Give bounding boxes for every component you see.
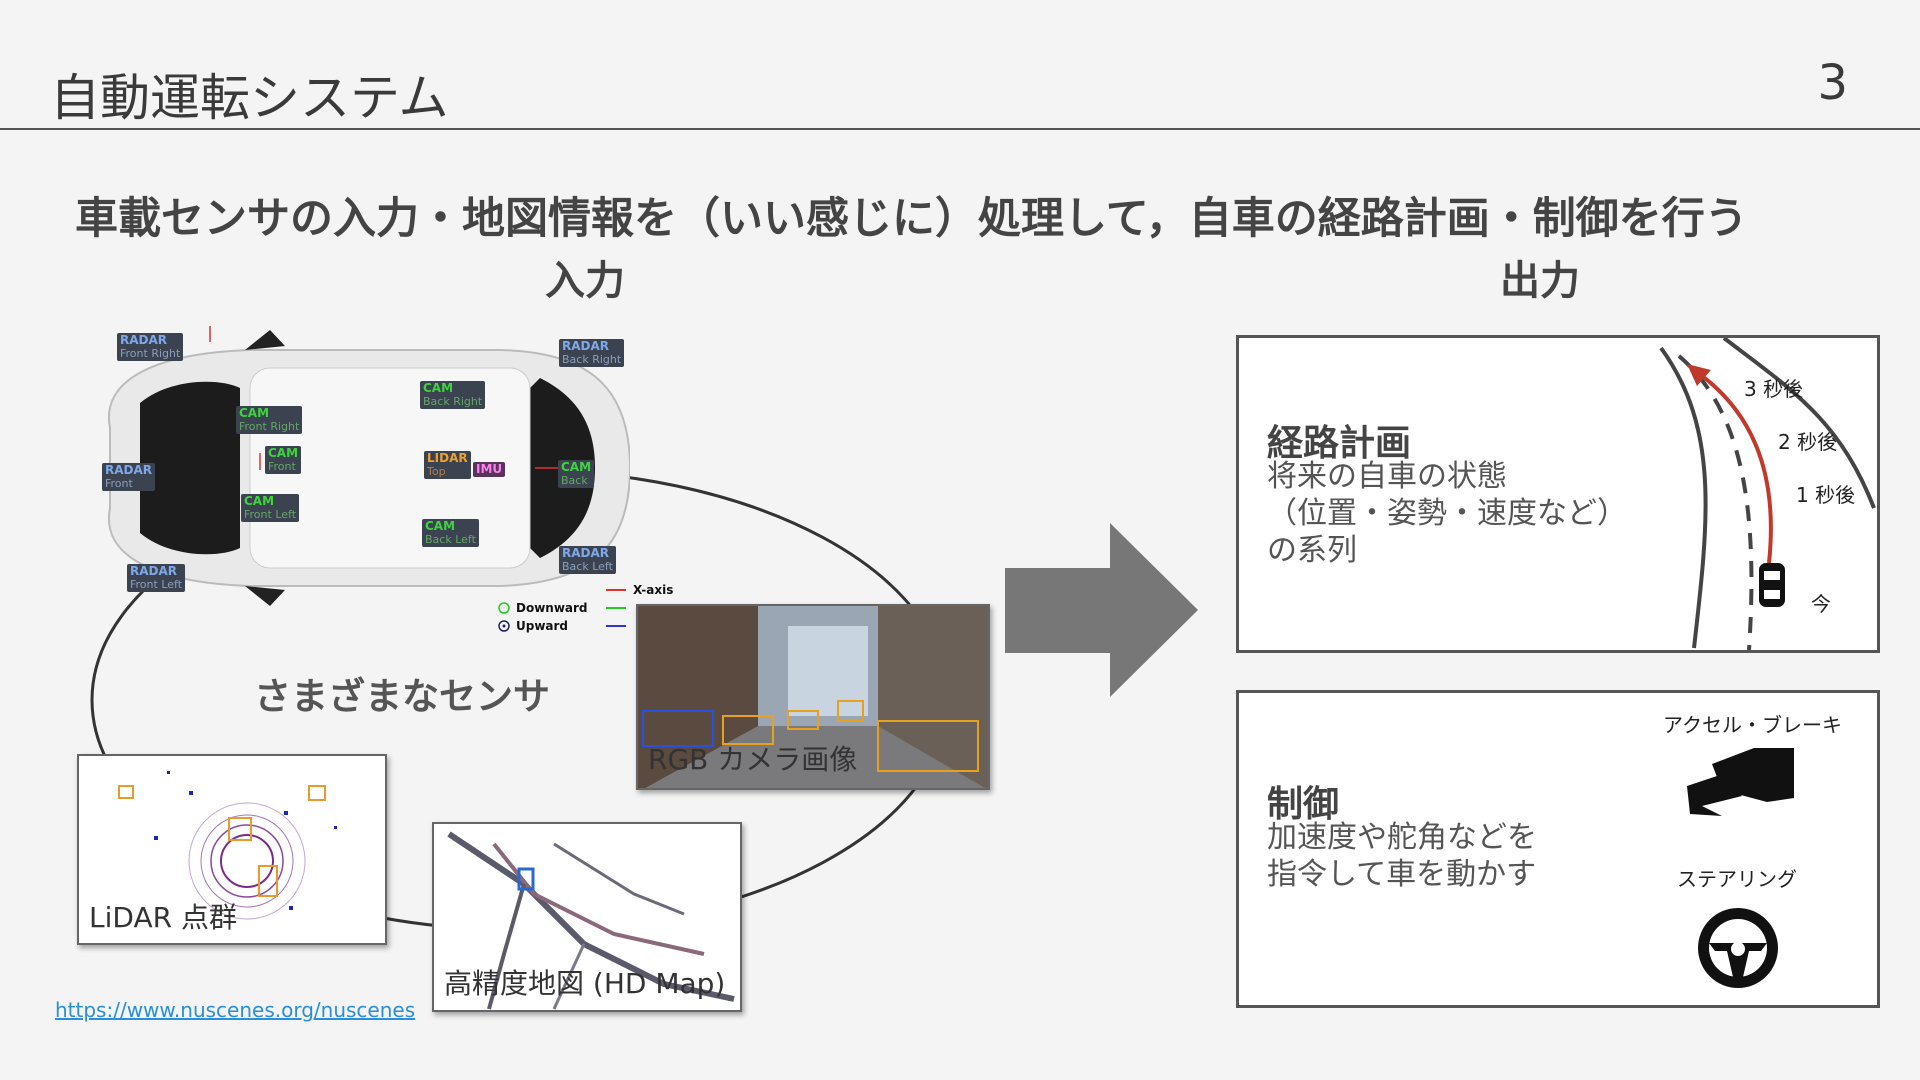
camera-panel-label: RGB カメラ画像 [648,743,858,776]
path-planning-box: 経路計画 将来の自車の状態 （位置・姿勢・速度など） の系列 3 秒後 2 秒後… [1236,335,1880,653]
legend-downward: Downward [516,601,588,615]
time-label-now: 今 [1811,592,1831,616]
control-heading: 制御 [1267,784,1340,825]
planning-line-2: （位置・姿勢・速度など） [1267,496,1627,531]
source-link[interactable]: https://www.nuscenes.org/nuscenes [55,998,416,1022]
planning-line-3: の系列 [1267,533,1357,568]
time-label-2s: 2 秒後 [1778,430,1838,454]
pedal-icon [1687,748,1794,816]
planning-line-1: 将来の自車の状態 [1267,459,1507,494]
steering-wheel-icon [1698,908,1778,988]
steering-label: ステアリング [1677,867,1797,891]
pedal-label: アクセル・ブレーキ [1663,713,1842,737]
hd-map-panel: 高精度地図 (HD Map) [432,822,742,1012]
slide-title: 自動運転システム [50,69,449,127]
page-number: 3 [1817,55,1848,111]
lidar-pointcloud-panel: LiDAR 点群 [77,754,387,945]
time-label-1s: 1 秒後 [1796,483,1856,507]
time-label-3s: 3 秒後 [1744,377,1804,401]
process-arrow [1005,523,1198,697]
map-panel-label: 高精度地図 (HD Map) [444,967,726,1000]
lidar-pointcloud-image [118,771,337,920]
axis-legend-symbols [498,589,626,632]
planning-heading: 経路計画 [1267,423,1412,464]
lidar-panel-label: LiDAR 点群 [89,901,237,934]
trajectory-illustration [1659,338,1876,650]
legend-upward: Upward [516,619,569,633]
output-heading: 出力 [1500,258,1580,304]
title-divider [0,128,1920,130]
legend-x-axis: X-axis [633,583,674,597]
camera-image-panel: RGB カメラ画像 [636,604,990,790]
sensor-tag-imu: IMU [473,462,506,477]
sensors-caption: さまざまなセンサ [254,675,550,718]
vehicle-control-box: 制御 加速度や舵角などを 指令して車を動かす アクセル・ブレーキ ステアリング [1236,690,1880,1008]
ego-car-icon [1759,563,1785,607]
control-line-1: 加速度や舵角などを [1267,820,1537,855]
control-line-2: 指令して車を動かす [1267,857,1537,892]
slide-subtitle: 車載センサの入力・地図情報を（いい感じに）処理して，自車の経路計画・制御を行う [75,194,1748,244]
hd-map-image [447,831,735,1010]
car-sensor-diagram [107,326,630,606]
camera-street-image [638,606,988,788]
input-heading: 入力 [545,258,625,304]
